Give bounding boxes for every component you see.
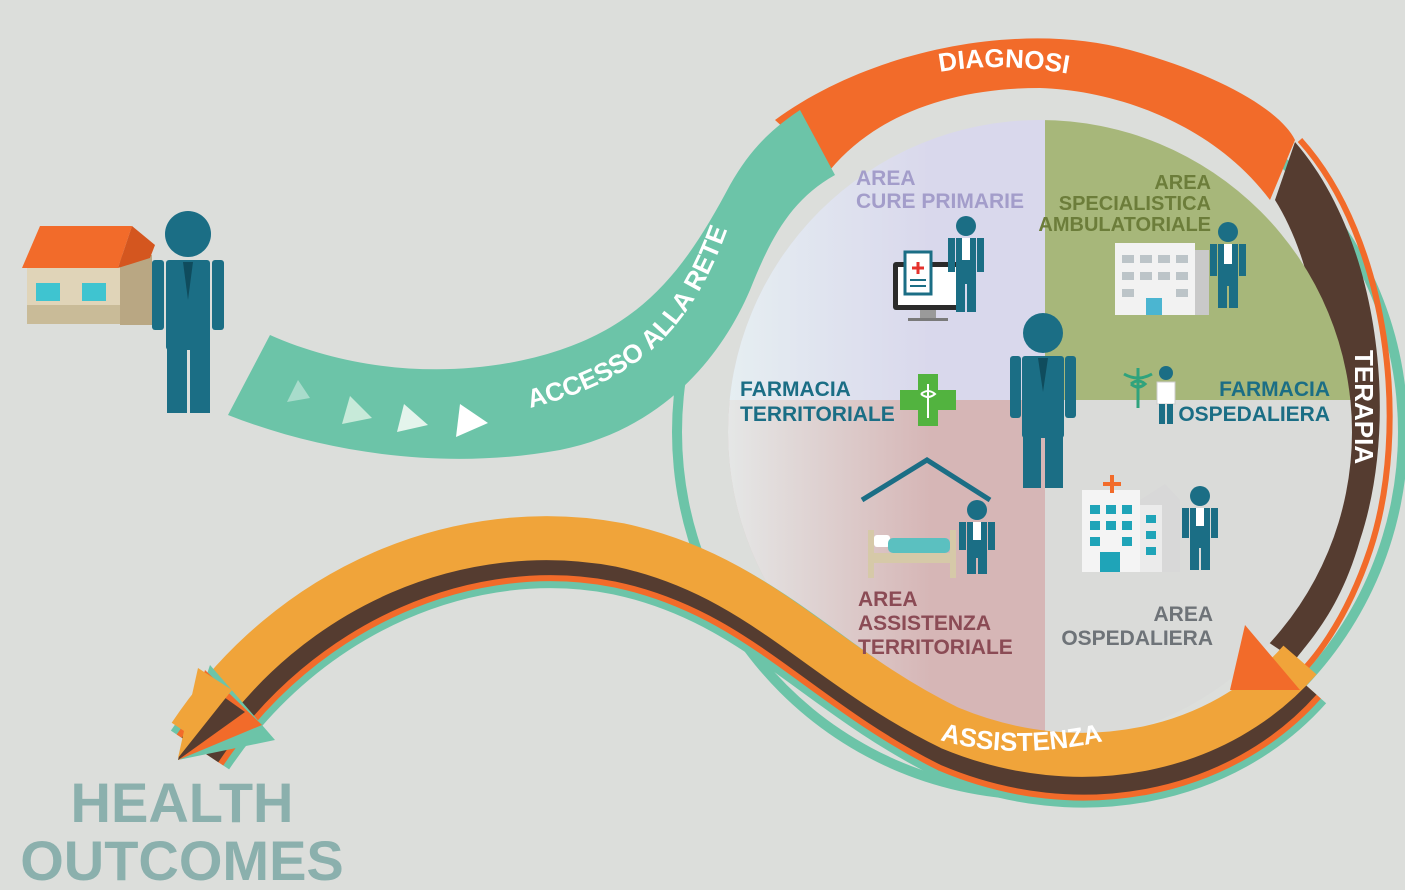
svg-text:SPECIALISTICA: SPECIALISTICA <box>1059 193 1211 215</box>
svg-text:ASSISTENZA: ASSISTENZA <box>858 612 991 635</box>
svg-text:AMBULATORIALE: AMBULATORIALE <box>1038 214 1211 236</box>
pharmacist-icon <box>1156 366 1176 424</box>
svg-text:AREA: AREA <box>856 167 916 190</box>
access-triangles <box>287 380 488 437</box>
area-hospital-pharmacy-label: FARMACIA OSPEDALIERA <box>1178 378 1330 426</box>
therapy-arc <box>1250 142 1380 660</box>
svg-text:CURE PRIMARIE: CURE PRIMARIE <box>856 190 1024 213</box>
assistance-band <box>170 516 1327 808</box>
stage-therapy-label: TERAPIA <box>1349 350 1379 464</box>
area-territorial-assistance-label: AREA ASSISTENZA TERRITORIALE <box>858 588 1013 659</box>
hospital-icon <box>1082 475 1180 572</box>
outcome-arrowhead <box>178 665 275 760</box>
doctor-icon <box>1210 222 1246 308</box>
svg-text:FARMACIA: FARMACIA <box>740 378 851 401</box>
svg-text:AREA: AREA <box>1153 603 1213 626</box>
caduceus-icon <box>1123 368 1153 408</box>
therapy-outline-arc <box>1293 137 1393 681</box>
svg-text:TERRITORIALE: TERRITORIALE <box>740 403 895 426</box>
assistance-arrowhead <box>1230 625 1300 690</box>
clinic-building-icon <box>1115 243 1209 315</box>
svg-text:AREA: AREA <box>1154 172 1211 194</box>
doctor-icon <box>1182 486 1218 570</box>
health-outcomes-label: HEALTH OUTCOMES <box>20 771 344 890</box>
svg-text:AREA: AREA <box>858 588 918 611</box>
area-hospital-label: AREA OSPEDALIERA <box>1061 603 1213 650</box>
house-icon <box>22 226 155 325</box>
svg-text:HEALTH: HEALTH <box>71 771 294 834</box>
bed-icon <box>860 457 992 578</box>
area-territorial-pharmacy-label: FARMACIA TERRITORIALE <box>740 378 895 426</box>
svg-text:FARMACIA: FARMACIA <box>1219 378 1330 401</box>
computer-icon <box>893 250 963 321</box>
access-band <box>228 110 835 459</box>
svg-text:TERRITORIALE: TERRITORIALE <box>858 636 1013 659</box>
area-primary-care-label: AREA CURE PRIMARIE <box>856 167 1024 213</box>
person-icon <box>152 211 224 413</box>
doctor-icon <box>948 216 984 312</box>
pharmacy-cross-icon <box>900 374 956 426</box>
svg-text:OSPEDALIERA: OSPEDALIERA <box>1061 627 1213 650</box>
diagnosis-arc <box>775 38 1295 200</box>
central-person-icon <box>1010 313 1076 488</box>
doctor-icon <box>959 500 995 574</box>
svg-text:OUTCOMES: OUTCOMES <box>20 829 344 885</box>
svg-text:OSPEDALIERA: OSPEDALIERA <box>1178 403 1330 426</box>
area-specialist-label: AREA SPECIALISTICA AMBULATORIALE <box>1038 172 1211 236</box>
